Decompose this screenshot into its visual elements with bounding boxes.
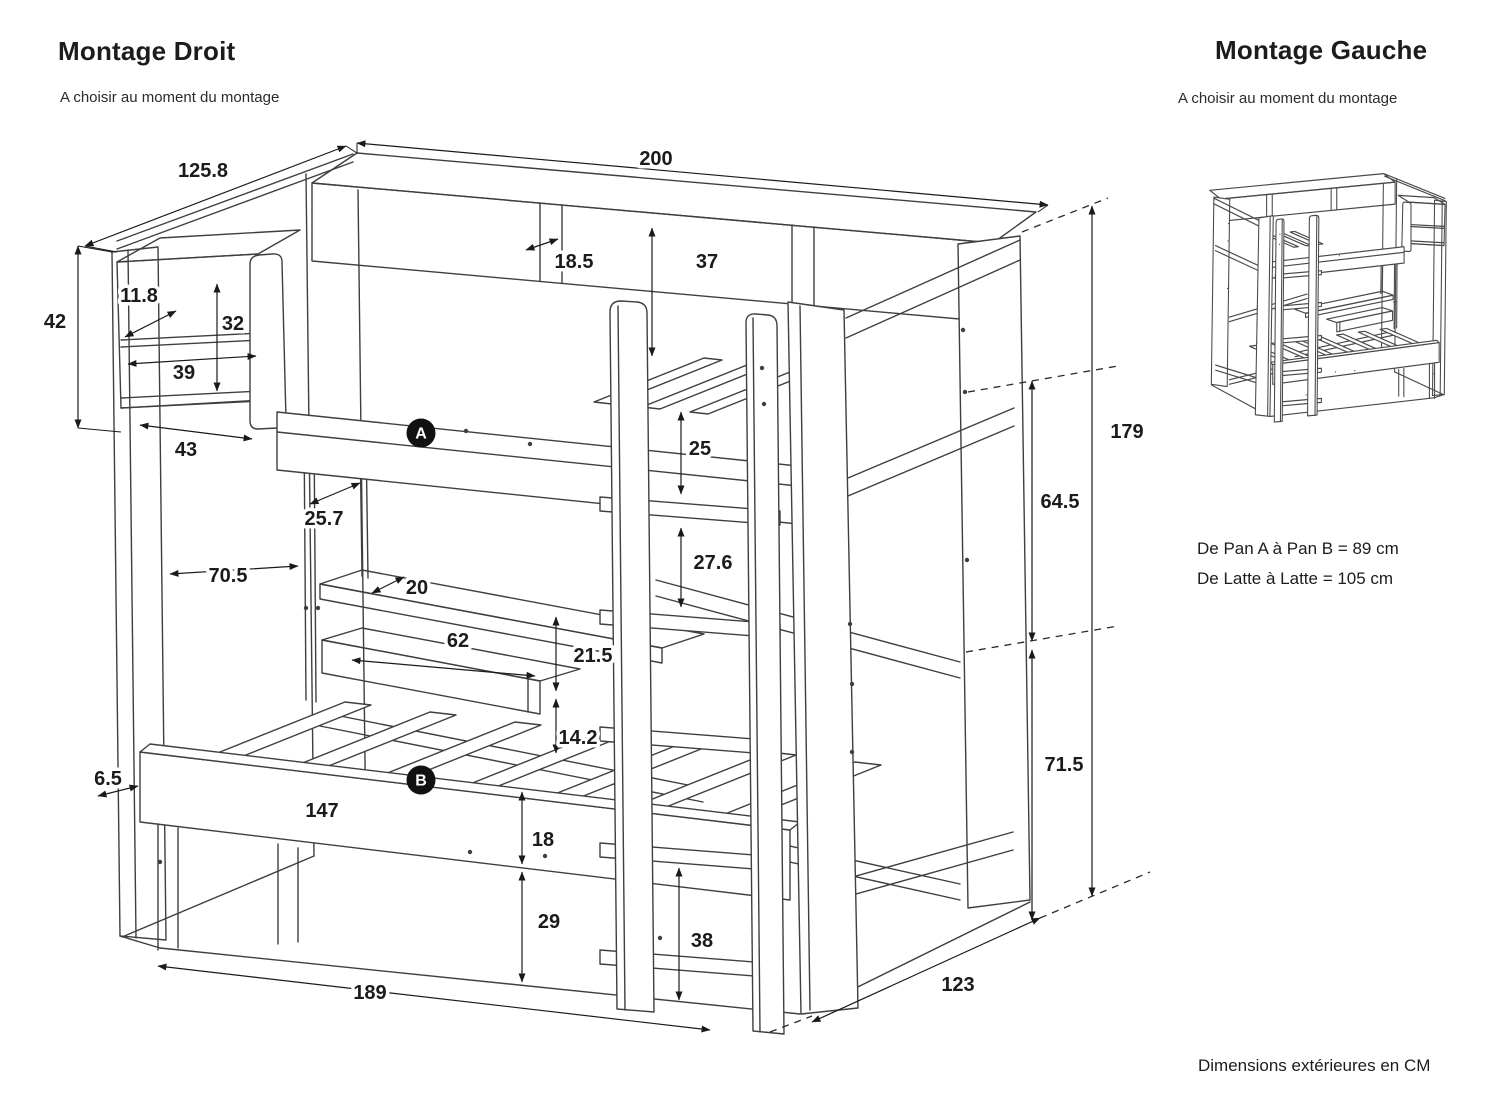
dimension-label: 11.8 bbox=[120, 285, 158, 307]
dimension-label: 123 bbox=[941, 974, 974, 996]
dimension-extension-lines bbox=[77, 143, 1049, 433]
dimension-label: 18.5 bbox=[555, 251, 594, 273]
note-pan-distance: De Pan A à Pan B = 89 cm bbox=[1197, 539, 1399, 558]
dimension-label: 6.5 bbox=[94, 768, 122, 790]
bed-drawing-montage-droit bbox=[111, 152, 1037, 1035]
dimension-label: 27.6 bbox=[694, 552, 733, 574]
panel-marker-letter-a: A bbox=[415, 426, 427, 443]
assembly-note: De Pan A à Pan B = 89 cm De Latte à Latt… bbox=[1197, 534, 1399, 594]
dimension-label: 25.7 bbox=[305, 508, 344, 530]
dimension-label: 38 bbox=[691, 930, 713, 952]
dimension-lines bbox=[74, 140, 1096, 1033]
dimension-label: 70.5 bbox=[209, 565, 248, 587]
dimension-label: 147 bbox=[305, 800, 338, 822]
dimension-label: 20 bbox=[406, 577, 428, 599]
panel-markers: AB bbox=[406, 418, 436, 795]
panel-marker-letter-b: B bbox=[415, 773, 427, 790]
note-slat-distance: De Latte à Latte = 105 cm bbox=[1197, 569, 1394, 588]
dimension-label: 32 bbox=[222, 313, 244, 335]
dimension-label: 21.5 bbox=[574, 645, 613, 667]
dimension-label: 25 bbox=[689, 438, 711, 460]
left-view-subtitle: A choisir au moment du montage bbox=[60, 89, 280, 106]
right-view-subtitle: A choisir au moment du montage bbox=[1178, 90, 1398, 107]
right-view-title: Montage Gauche bbox=[1215, 35, 1428, 65]
dimension-label: 200 bbox=[639, 148, 672, 170]
dimension-label: 39 bbox=[173, 362, 195, 384]
panel-marker-circle-a bbox=[406, 418, 436, 448]
dimension-label: 62 bbox=[447, 630, 469, 652]
dimension-label: 179 bbox=[1110, 421, 1143, 443]
dimension-label: 125.8 bbox=[178, 160, 228, 182]
bed-drawing-montage-gauche bbox=[1209, 173, 1447, 423]
units-footer: Dimensions extérieures en CM bbox=[1198, 1056, 1431, 1075]
dimension-label: 29 bbox=[538, 911, 560, 933]
dimension-label: 14.2 bbox=[559, 727, 598, 749]
dimension-label: 189 bbox=[353, 982, 386, 1004]
dimension-label: 71.5 bbox=[1045, 754, 1084, 776]
left-view-title: Montage Droit bbox=[58, 36, 236, 66]
panel-marker-circle-b bbox=[406, 765, 436, 795]
projection-dashed-lines bbox=[769, 197, 1151, 1033]
dimension-label: 37 bbox=[696, 251, 718, 273]
dimension-label: 64.5 bbox=[1041, 491, 1080, 513]
dimension-labels: 125.8 200 42 11.8 32 39 43 18.5 37 25 27.6 25.7 70.5… bbox=[40, 145, 1147, 1008]
dimension-label: 18 bbox=[532, 829, 554, 851]
dimension-label: 43 bbox=[175, 439, 197, 461]
dimension-label: 42 bbox=[44, 311, 66, 333]
